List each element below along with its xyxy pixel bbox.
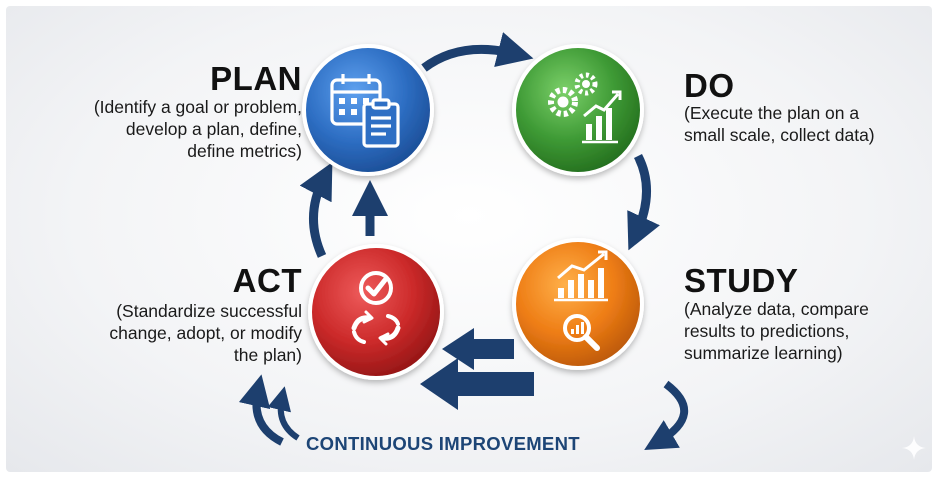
study-to-act-arrows [420, 328, 534, 410]
improvement-curl-left-icon [238, 374, 284, 446]
act-description: (Standardize successful change, adopt, o… [109, 301, 302, 365]
act-to-plan-arrow-left [299, 162, 333, 258]
cycle-arrows [299, 32, 660, 258]
cycle-graphic [238, 32, 688, 451]
plan-to-do-arrow [421, 32, 534, 72]
continuous-improvement-label: CONTINUOUS IMPROVEMENT [306, 433, 580, 454]
do-circle [512, 44, 644, 176]
chart-magnifier-icon [554, 250, 608, 351]
do-description: (Execute the plan on a small scale, coll… [684, 103, 875, 145]
act-title: ACT [232, 262, 302, 299]
study-title: STUDY [684, 262, 799, 299]
do-title: DO [684, 67, 735, 104]
calendar-clipboard-icon [330, 74, 400, 148]
improvement-curl-right-icon [644, 380, 688, 451]
sparkle-icon [902, 436, 926, 460]
continuous-improvement-arrows [238, 374, 688, 451]
study-to-act-arrow-lower [420, 358, 534, 410]
plan-description: (Identify a goal or problem, develop a p… [93, 97, 302, 161]
do-to-study-arrow [627, 153, 660, 251]
study-circle [512, 238, 644, 370]
gears-chart-icon [548, 72, 622, 144]
study-to-act-arrow-upper [442, 328, 514, 370]
pdsa-cycle-diagram: PLAN (Identify a goal or problem, develo… [6, 6, 932, 472]
act-circle [308, 244, 444, 380]
check-cycle-icon [351, 271, 401, 346]
study-description: (Analyze data, compare results to predic… [684, 299, 869, 363]
plan-title: PLAN [210, 60, 302, 97]
improvement-curl-left-inner-icon [267, 386, 300, 441]
